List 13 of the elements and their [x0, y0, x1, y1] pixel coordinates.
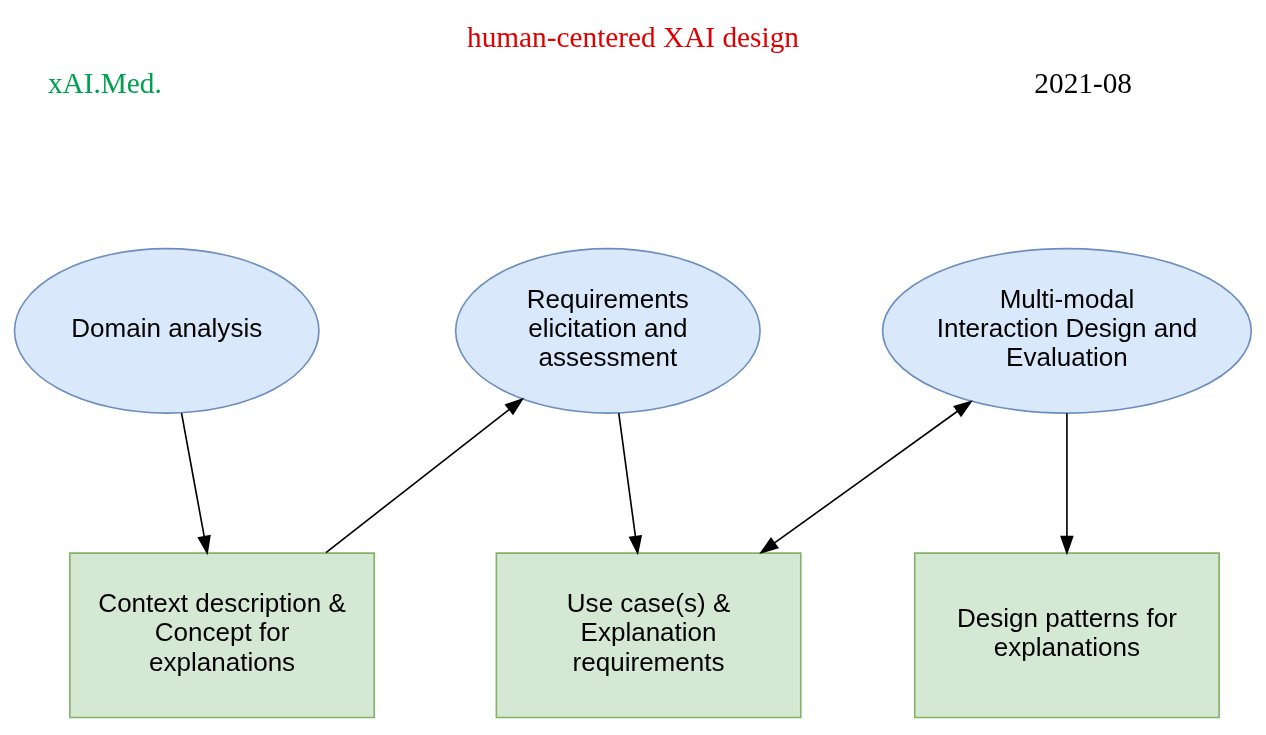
node-box: Design patterns for explanations	[913, 552, 1220, 719]
arrow	[759, 400, 973, 555]
node-ellipse: Multi-modal Interaction Design and Evaluation	[881, 247, 1253, 414]
arrow	[1060, 412, 1074, 556]
node-box: Use case(s) & Explanation requirements	[495, 552, 802, 719]
arrow	[617, 412, 643, 556]
diagram-title: human-centered XAI design	[467, 21, 799, 54]
arrow	[180, 412, 211, 556]
node-ellipse: Domain analysis	[13, 247, 320, 414]
label: 2021-08	[1034, 67, 1133, 100]
arrow	[325, 397, 525, 554]
label: xAI.Med.	[47, 67, 162, 100]
node-box: Context description & Concept for explanations	[69, 552, 376, 719]
